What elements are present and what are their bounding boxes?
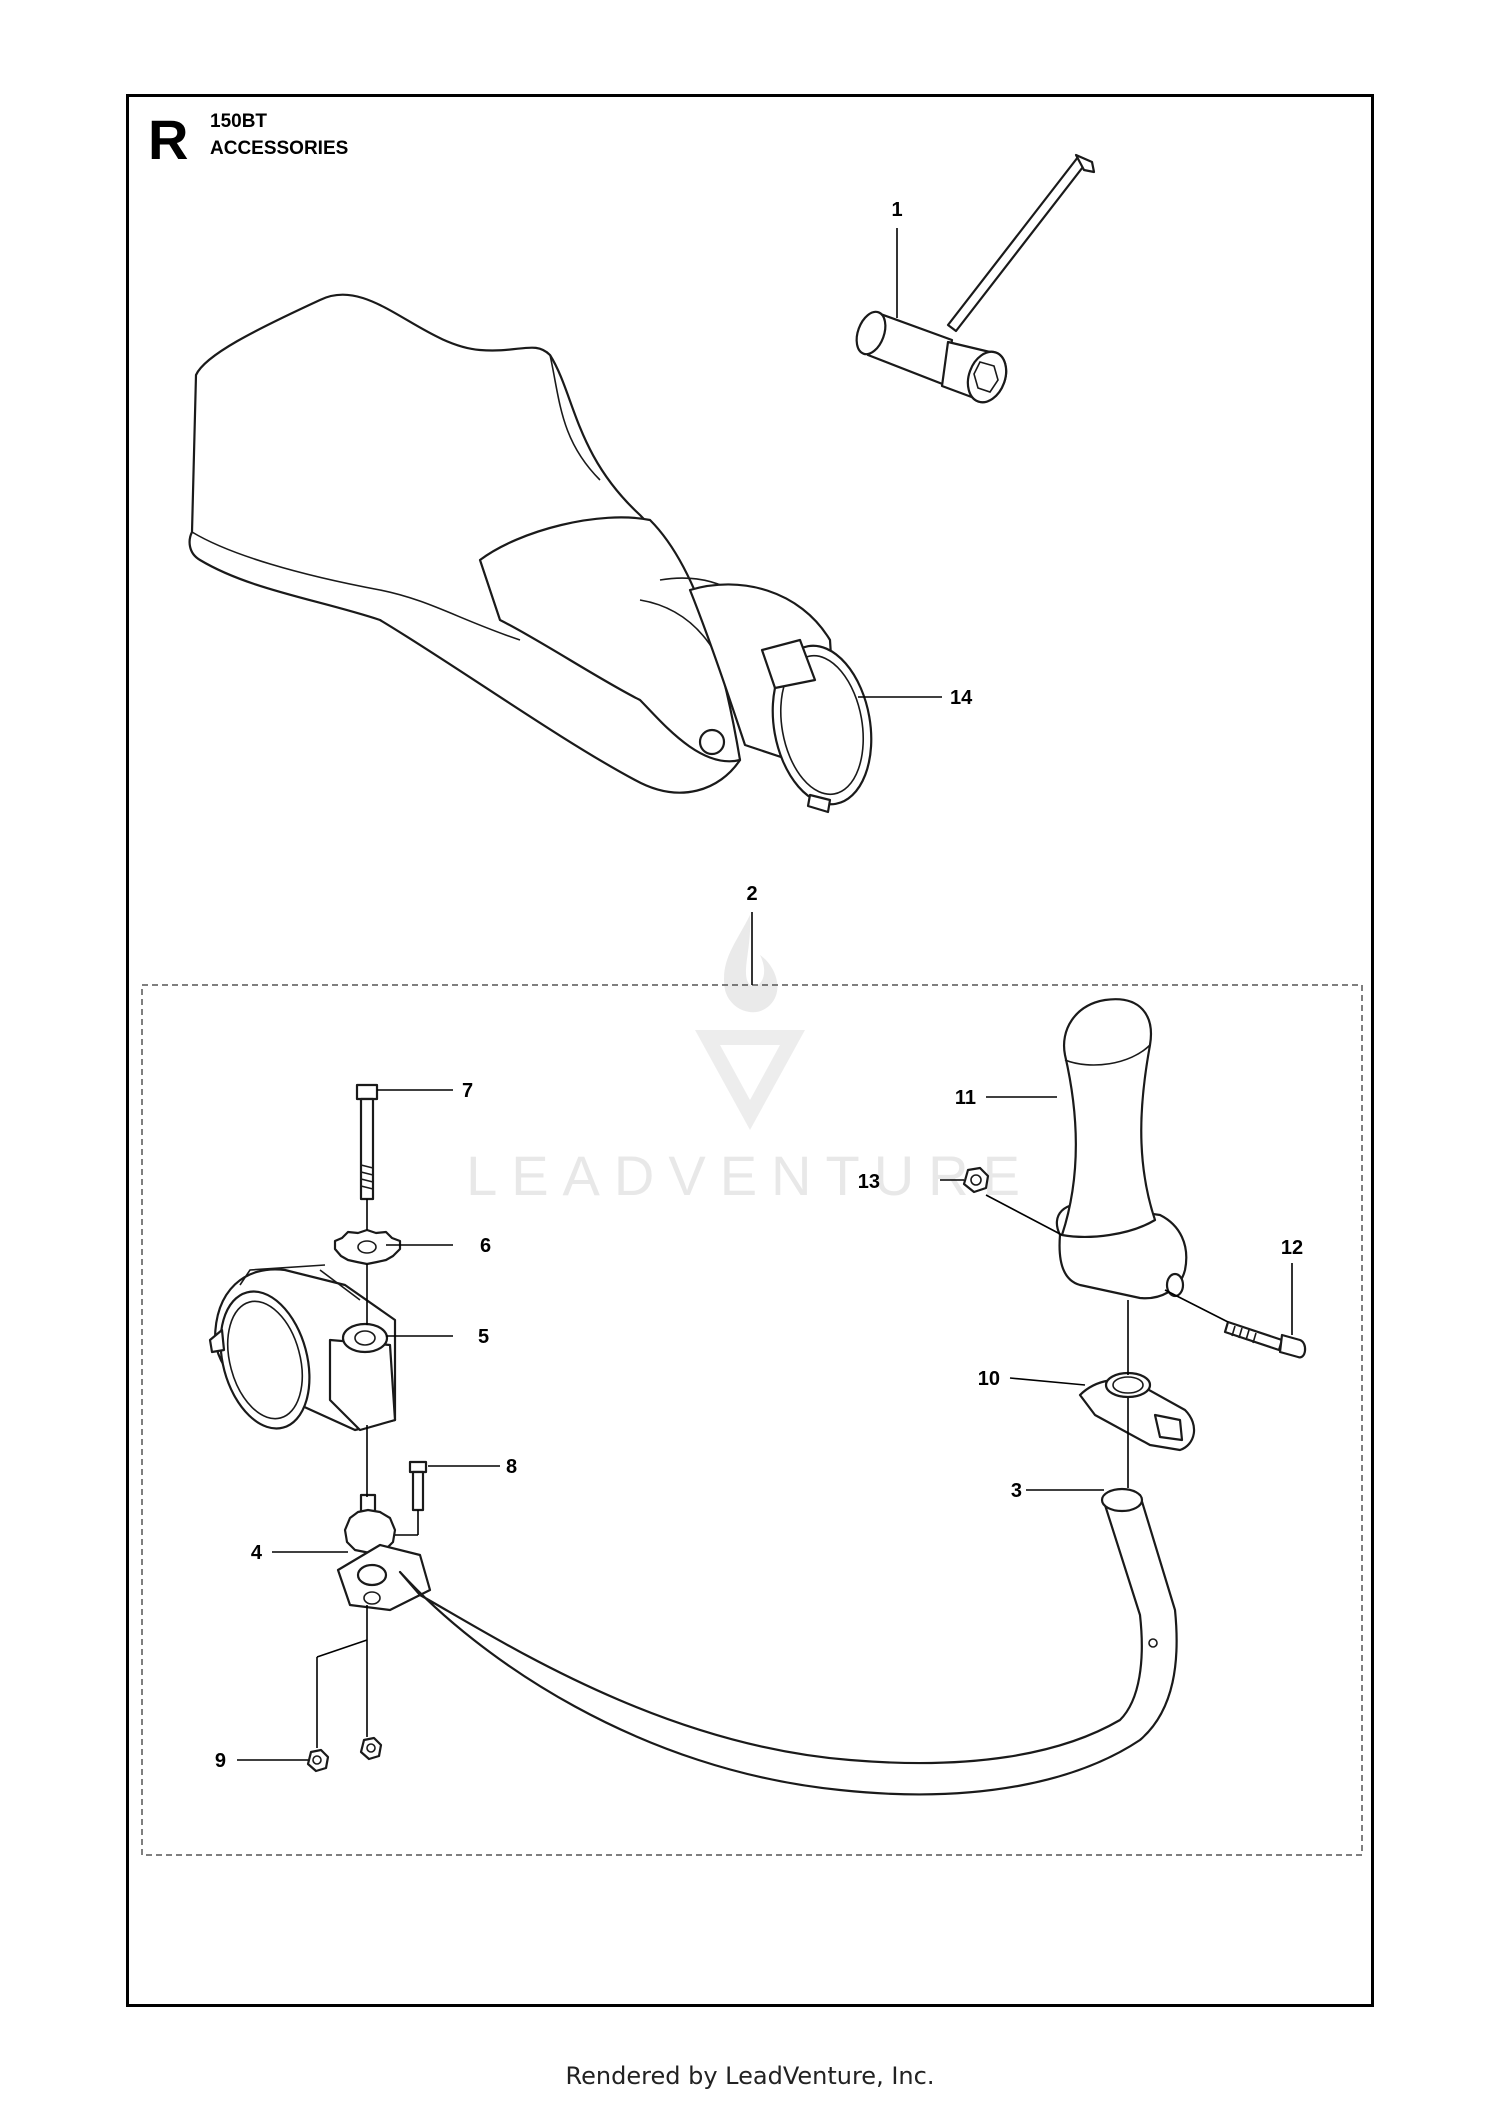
callout-1: 1 [891,199,902,221]
loop-handle-tube-icon [398,1487,1178,1796]
callout-4: 4 [251,1542,263,1564]
section-letter: R [148,108,189,171]
callout-2: 2 [746,883,757,905]
socket-screw-icon [1223,1320,1307,1359]
callout-7: 7 [462,1080,473,1102]
bolt-icon [355,1083,379,1201]
combination-wrench-icon [855,153,1096,404]
diagram-title: ACCESSORIES [210,138,349,159]
callout-5: 5 [478,1326,489,1348]
screw-icon [408,1460,428,1512]
nut-icon [306,1748,330,1773]
nut-icon [962,1166,990,1194]
model-number: 150BT [210,111,268,132]
flat-nozzle-icon [188,293,873,814]
callout-12: 12 [1281,1237,1303,1259]
watermark: LEADVENTURE [466,915,1034,1207]
grip-handle-icon [1055,998,1188,1300]
leader-lines [237,228,1293,1761]
callout-14: 14 [950,687,973,709]
callout-10: 10 [978,1368,1000,1390]
handle-bracket-icon [336,1493,432,1612]
serrated-washer-icon [333,1228,402,1266]
callout-9: 9 [215,1750,226,1772]
diagram-frame [126,94,1374,2007]
handle-clamp-icon [1078,1371,1196,1452]
callout-11: 11 [955,1087,976,1109]
watermark-flame-icon [724,915,778,1013]
watermark-text: LEADVENTURE [466,1144,1034,1207]
callout-8: 8 [506,1456,517,1478]
callout-13: 13 [858,1171,880,1193]
nut-icon [359,1736,383,1761]
callout-6: 6 [480,1235,491,1257]
callout-3: 3 [1011,1480,1022,1502]
clamp-icon [208,1264,397,1432]
watermark-v-icon [695,1030,805,1130]
footer-credit: Rendered by LeadVenture, Inc. [565,2062,935,2090]
